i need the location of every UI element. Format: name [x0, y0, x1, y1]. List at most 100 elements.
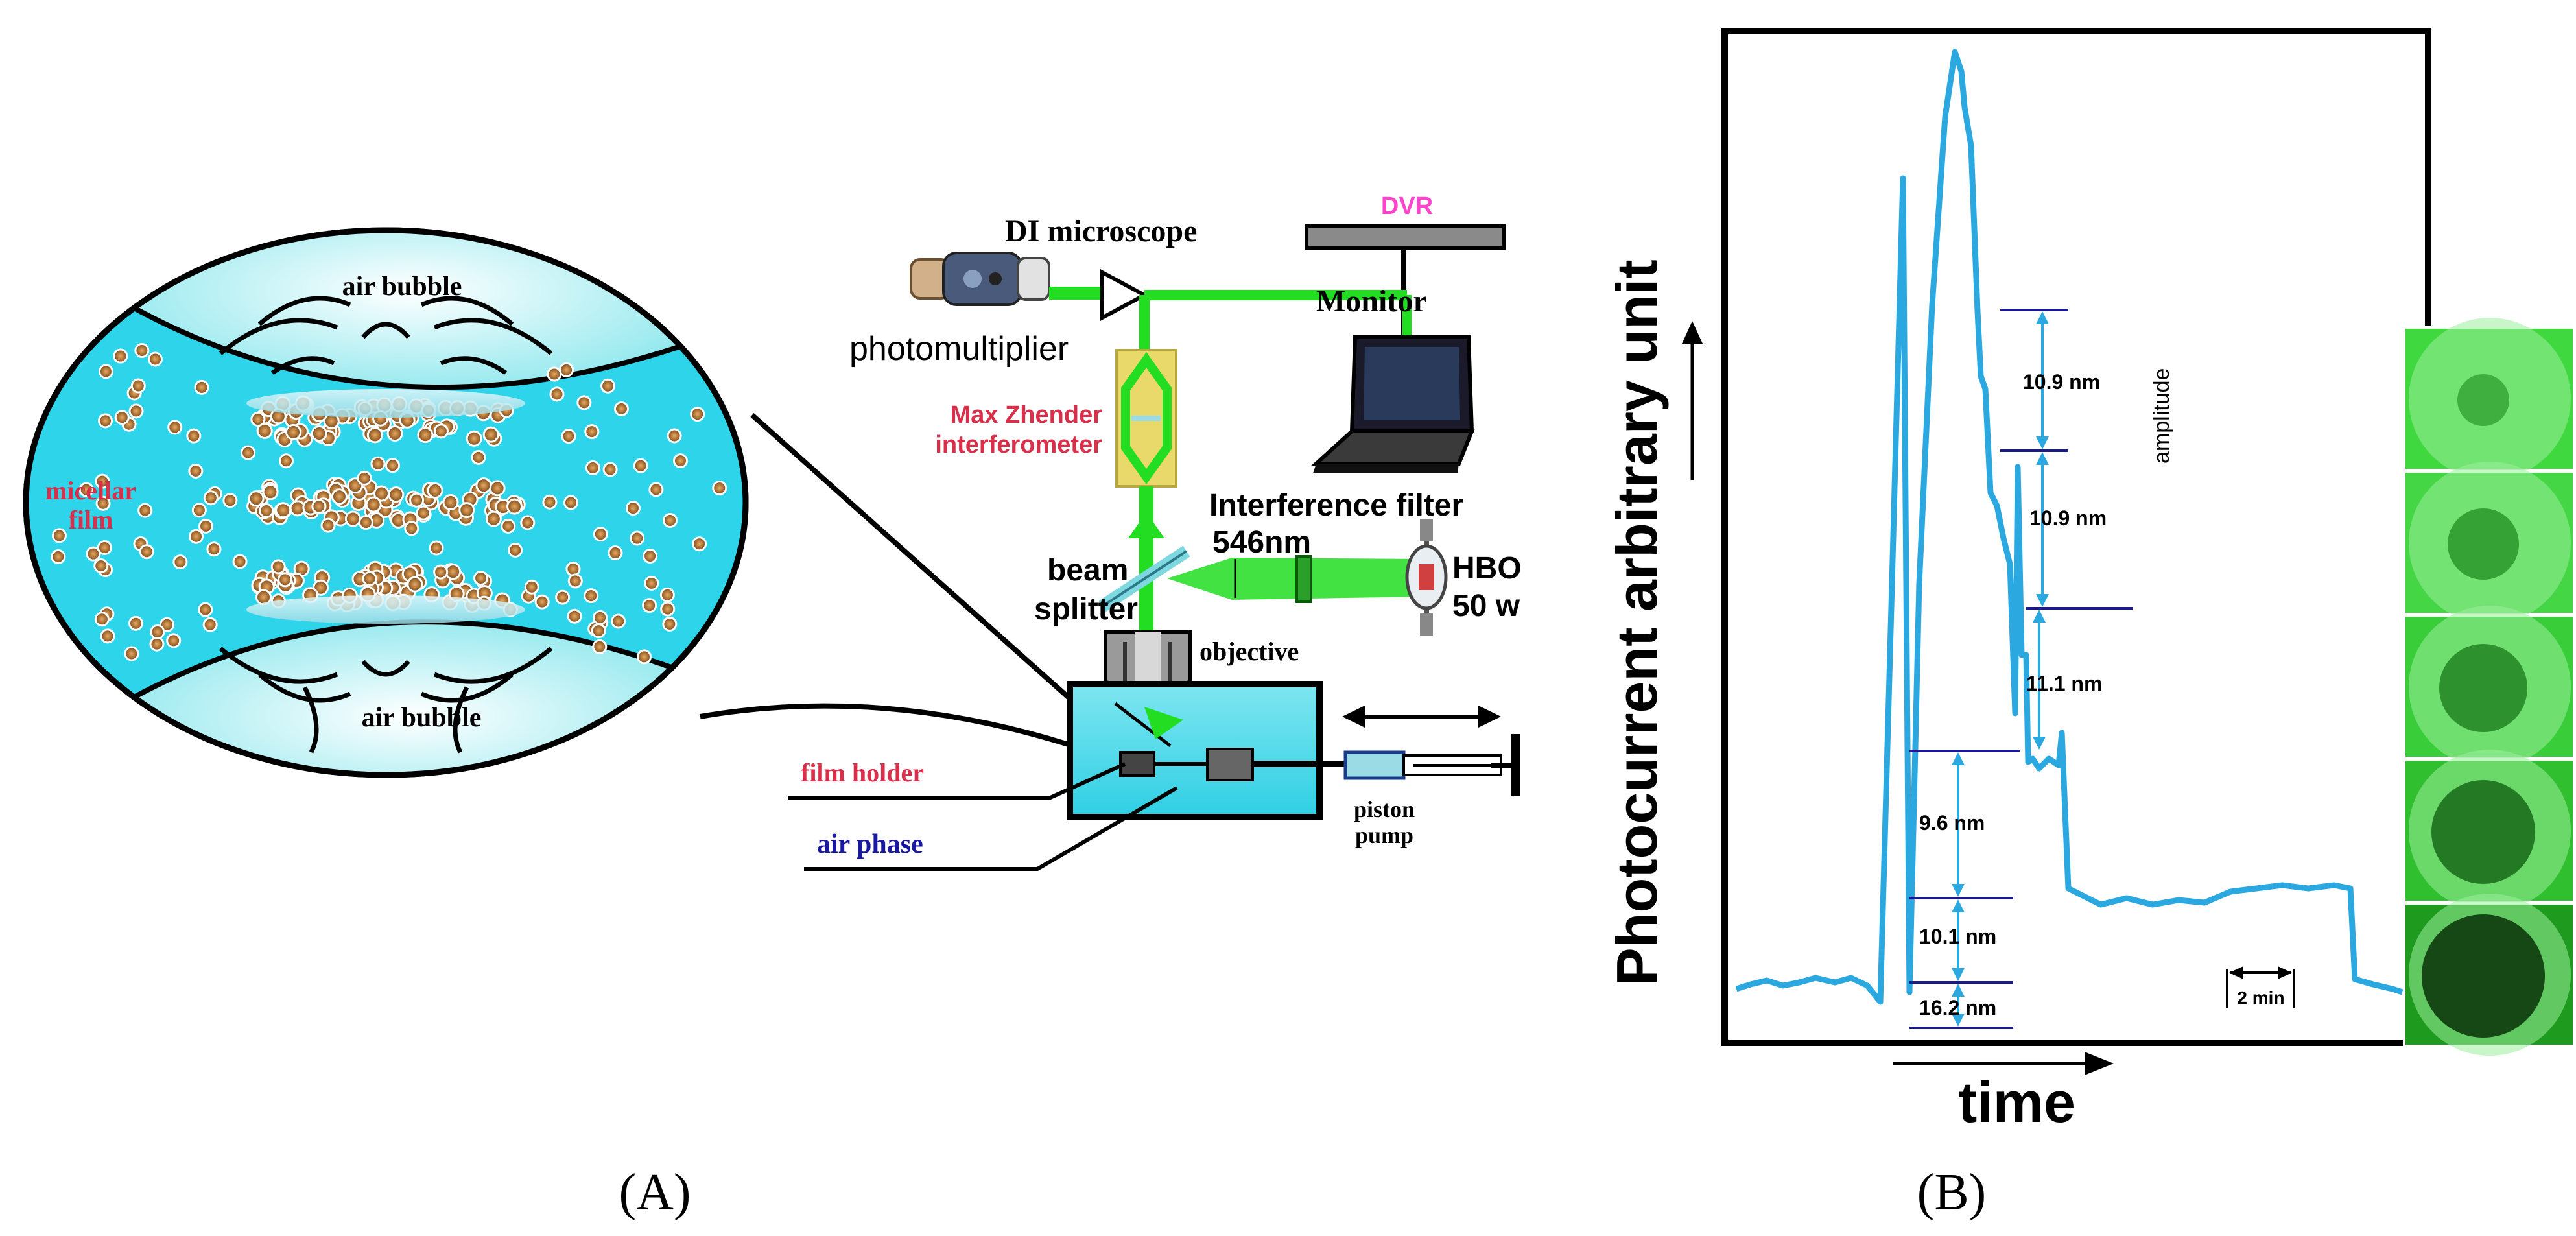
step-thickness-label: 10.9 nm — [2023, 370, 2100, 394]
micelle — [232, 554, 248, 569]
dvr-label: DVR — [1381, 193, 1433, 220]
micelle — [149, 636, 165, 652]
field-line — [257, 672, 351, 703]
micelle — [128, 615, 144, 631]
micelle — [662, 616, 678, 632]
pump-label-line1: piston — [1354, 796, 1415, 822]
photomultiplier-label: photomultiplier — [849, 330, 1069, 368]
micelle — [576, 395, 592, 410]
micelle — [388, 486, 405, 503]
micelle — [433, 564, 449, 580]
micelle — [555, 589, 571, 605]
micelle — [386, 425, 403, 442]
micelle — [584, 588, 599, 604]
micelle — [275, 502, 292, 519]
step-arrow-head — [1952, 968, 1965, 981]
micelle — [485, 510, 502, 527]
micelle — [366, 427, 383, 444]
micelle — [167, 420, 183, 435]
micelle — [427, 482, 443, 499]
micelle — [139, 544, 154, 560]
step-thickness-label: 9.6 nm — [1919, 811, 1985, 835]
field-line — [219, 647, 338, 684]
micelle — [409, 492, 425, 508]
micelle — [563, 495, 579, 510]
field-line — [302, 686, 319, 754]
air-phase-label: air phase — [817, 829, 923, 859]
micelle — [690, 407, 705, 422]
zoom-connector-bottom — [700, 703, 1129, 768]
film-image-spot — [2431, 780, 2535, 884]
micelle — [407, 576, 423, 593]
film-image-spot — [2422, 914, 2545, 1038]
micelle — [542, 494, 558, 510]
micelle — [98, 364, 113, 379]
micelle — [256, 422, 273, 439]
micelle — [643, 549, 658, 564]
film-image-spot — [2439, 644, 2527, 732]
micelle — [362, 571, 377, 586]
air-bubble-bottom-label: air bubble — [362, 703, 482, 733]
field-line — [361, 322, 410, 339]
micelle — [285, 423, 302, 440]
micelle — [113, 348, 128, 364]
lamp-beam — [1167, 558, 1423, 600]
film-image-spot — [2457, 374, 2509, 426]
micelle — [567, 573, 583, 589]
micelle — [567, 608, 582, 624]
micelle — [644, 575, 659, 591]
micelle — [124, 646, 139, 661]
micelle — [370, 456, 386, 471]
film-disk-bottom — [246, 595, 525, 624]
micelle — [613, 401, 629, 416]
film-holder-callout — [788, 762, 1126, 800]
panel-b-label: (B) — [1917, 1164, 1987, 1221]
micelle — [667, 428, 682, 444]
photomultiplier-icon — [910, 252, 1050, 306]
field-line — [453, 686, 469, 754]
micelle — [95, 473, 110, 489]
micelle — [93, 558, 109, 574]
filter-label-line1: Interference filter — [1209, 488, 1463, 523]
micellar-film-cross-section: air bubble air bubble micellar film — [23, 227, 749, 778]
micelle — [404, 521, 419, 536]
micelle — [270, 559, 286, 575]
micelle — [659, 587, 675, 602]
air-phase-chamber — [1067, 681, 1323, 820]
micelle — [508, 542, 523, 558]
y-axis-label: Photocurrent arbitrary unit — [1605, 259, 1669, 986]
micelle — [222, 493, 238, 508]
micelle — [466, 430, 482, 447]
field-line — [219, 318, 338, 355]
step-arrow-head — [2033, 737, 2046, 750]
micelle — [97, 540, 112, 555]
micelle — [130, 378, 146, 394]
micelle — [100, 628, 115, 644]
micelle — [278, 572, 293, 588]
prism-icon — [1100, 268, 1149, 322]
micelle — [429, 540, 444, 556]
micelle — [311, 425, 327, 442]
micelle — [458, 502, 475, 519]
step-arrow-head — [1952, 884, 1965, 897]
micellar-label-line1: micellar — [45, 476, 136, 505]
micelle — [78, 482, 94, 497]
micelle — [134, 343, 150, 359]
curved-field-lines — [219, 296, 553, 754]
micelle — [520, 515, 536, 530]
step-arrow-head — [1952, 752, 1965, 765]
micelle — [611, 613, 626, 629]
micelle — [51, 549, 66, 565]
micelle — [593, 610, 608, 625]
interferometer-label-line2: interferometer — [935, 431, 1102, 458]
step-arrow-head — [2036, 452, 2049, 465]
lamp-label-line1: HBO — [1452, 551, 1522, 586]
field-line — [270, 356, 335, 375]
step-thickness-label: 11.1 nm — [2026, 672, 2102, 695]
micelle — [534, 594, 550, 610]
micelle — [186, 428, 202, 444]
micelle — [442, 494, 459, 511]
